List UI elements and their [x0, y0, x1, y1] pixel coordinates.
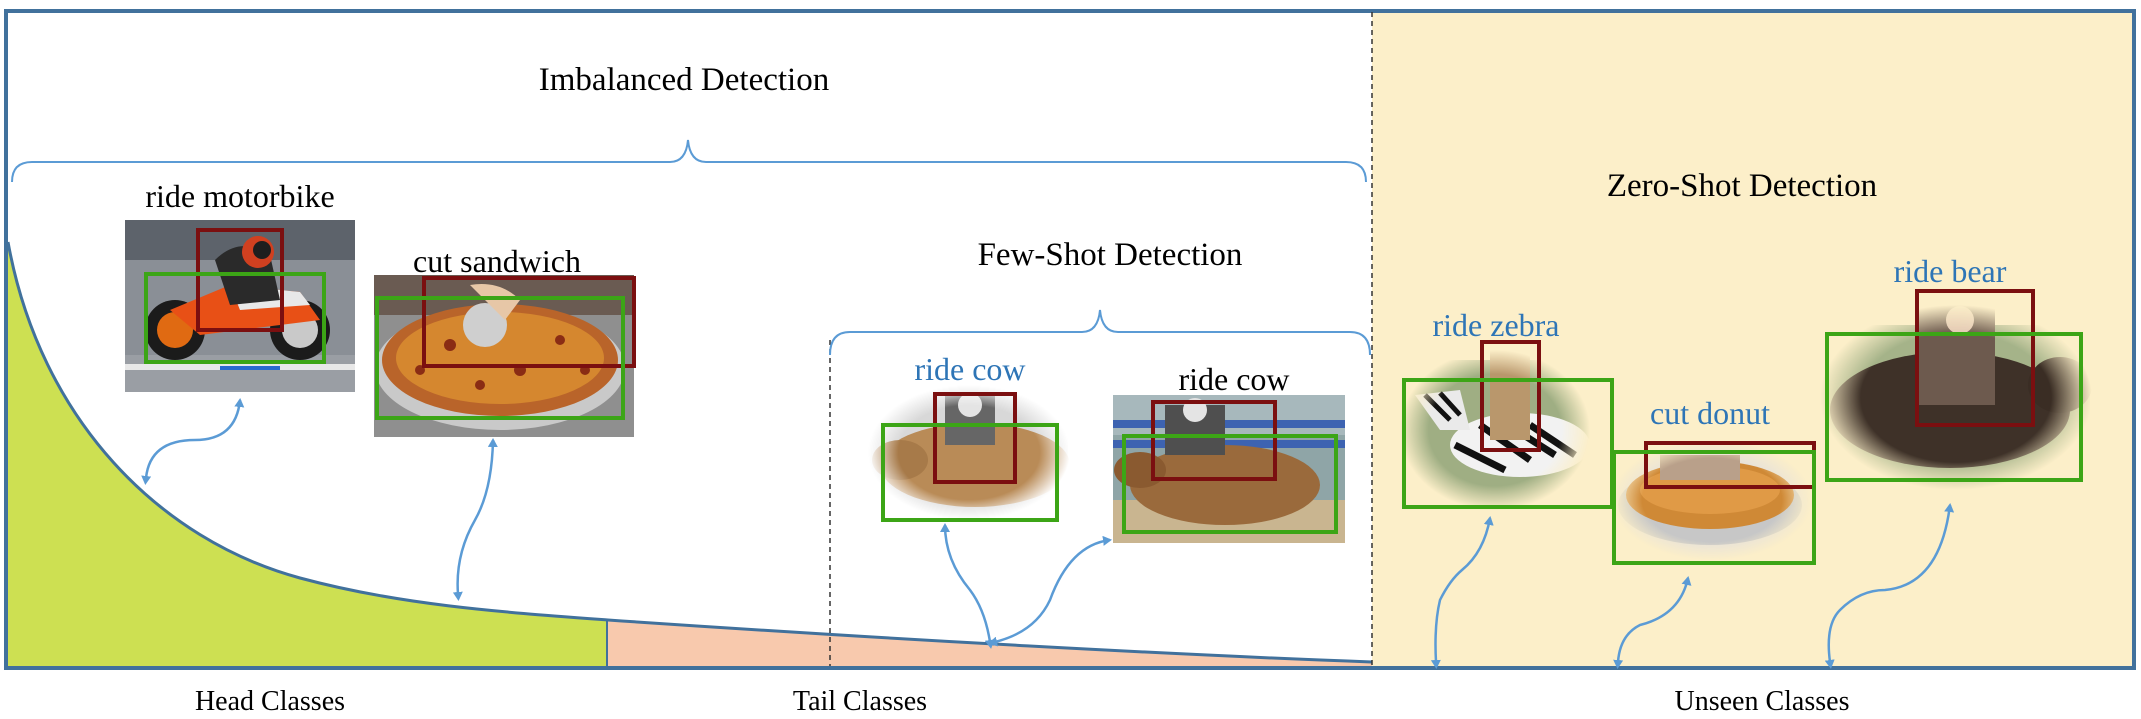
caption-ride-bear: ride bear [1894, 253, 2007, 289]
arrow-cow2 [988, 535, 1112, 647]
imbalanced-brace [11, 139, 1367, 183]
caption-ride-cow-seen: ride cow [1178, 361, 1289, 397]
bear-object-box [1825, 332, 2083, 482]
zebra-subject-box [1480, 340, 1541, 452]
motorbike-subject-box [196, 228, 284, 332]
connector-arrows [141, 398, 1955, 669]
sandwich-object-box [375, 296, 625, 420]
caption-ride-motorbike: ride motorbike [145, 178, 334, 214]
sandwich-subject-box [422, 276, 636, 368]
head-classes-label: Head Classes [195, 686, 345, 717]
arrow-sandwich [452, 438, 498, 601]
bear-subject-box [1915, 289, 2035, 427]
arrow-cow1 [940, 523, 995, 649]
cow-photo-2 [1113, 395, 1345, 543]
cow1-object-box [881, 423, 1059, 522]
caption-ride-cow-unseen: ride cow [914, 351, 1025, 387]
sandwich-photo [374, 275, 634, 437]
cow2-subject-box [1151, 400, 1277, 481]
few-shot-brace [829, 309, 1371, 356]
imbalanced-detection-title: Imbalanced Detection [539, 62, 829, 98]
zebra-photo [1400, 350, 1590, 510]
cow1-subject-box [933, 392, 1017, 484]
arrow-motorbike [141, 398, 245, 485]
caption-cut-donut: cut donut [1650, 395, 1770, 431]
cow-photo-1 [868, 385, 1070, 520]
caption-cut-sandwich: cut sandwich [413, 243, 581, 279]
head-classes-area [8, 242, 608, 666]
arrow-donut [1613, 576, 1692, 669]
donut-object-box [1612, 450, 1816, 565]
zero-shot-detection-title: Zero-Shot Detection [1607, 168, 1877, 204]
bear-photo [1820, 305, 2092, 490]
motorbike-photo [125, 220, 355, 392]
arrow-zebra [1430, 516, 1494, 669]
donut-photo [1612, 440, 1812, 560]
outer-frame [4, 9, 2136, 670]
cow2-object-box [1122, 434, 1338, 534]
unseen-classes-label: Unseen Classes [1675, 686, 1850, 717]
few-shot-detection-title: Few-Shot Detection [978, 237, 1243, 273]
caption-ride-zebra: ride zebra [1432, 307, 1559, 343]
tail-classes-label: Tail Classes [793, 686, 927, 717]
motorbike-object-box [144, 272, 326, 364]
long-tail-curve [6, 241, 1373, 664]
arrow-bear [1824, 503, 1955, 669]
